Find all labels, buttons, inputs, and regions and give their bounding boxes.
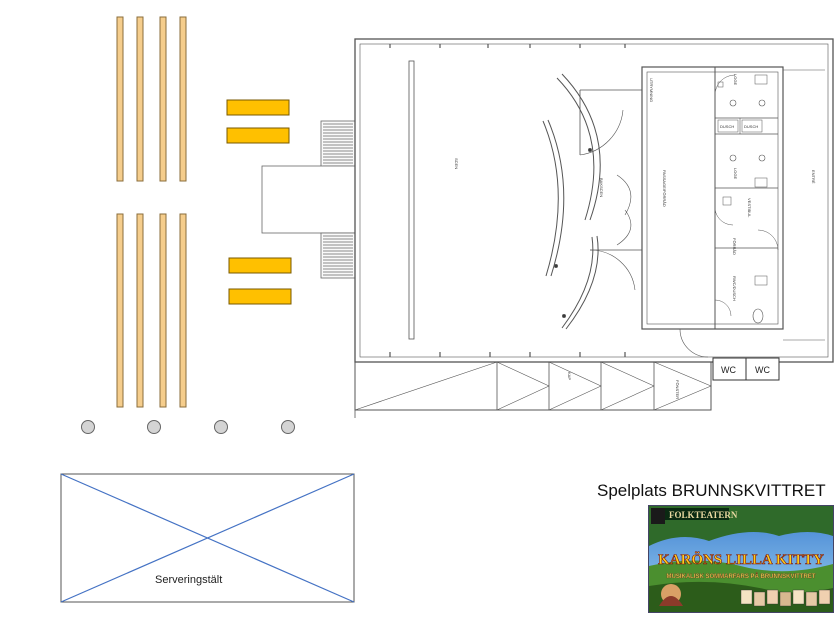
- poster-thumbnails: [740, 589, 831, 607]
- label-utrymning: UTRYMNING: [649, 78, 654, 102]
- label-passage: PASSAGE/FÖRRÅD: [662, 170, 667, 207]
- wc-label-2: WC: [755, 365, 770, 375]
- bench: [159, 213, 167, 408]
- bench: [159, 16, 167, 182]
- wc-units: WC WC: [712, 357, 780, 381]
- label-loge-2: LOGE: [733, 168, 738, 179]
- bench: [116, 16, 124, 182]
- yellow-block: [228, 257, 292, 274]
- post: [214, 420, 228, 434]
- wc-label-1: WC: [721, 365, 736, 375]
- label-vestibul: VESTIBUL: [747, 198, 752, 218]
- bench: [179, 16, 187, 182]
- label-rwc: RWC/DUSCH: [732, 276, 737, 301]
- lower-extension: [354, 361, 712, 418]
- bench: [179, 213, 187, 408]
- label-scen: SCEN: [454, 158, 459, 169]
- label-fonster: FÖNSTER: [675, 380, 680, 399]
- bench: [136, 213, 144, 408]
- poster-brand: FOLKTEATERN: [669, 510, 738, 520]
- audience-benches: [116, 16, 187, 408]
- yellow-blocks: [226, 99, 292, 305]
- label-dusch-1: DUSCH: [720, 124, 734, 129]
- event-poster: FOLKTEATERN KARÖNS LILLA KITTY MUSIKALIS…: [648, 505, 834, 613]
- yellow-block: [226, 127, 290, 144]
- poster-title: KARÖNS LILLA KITTY: [658, 551, 824, 568]
- bench: [136, 16, 144, 182]
- floorplan-labels: SCEN BAKSCEN PASSAGE/FÖRRÅD UTRYMNING LO…: [454, 74, 816, 301]
- label-dusch-2: DUSCH: [744, 124, 758, 129]
- post: [147, 420, 161, 434]
- label-entre: ENTRÉ: [811, 170, 816, 184]
- label-loge-1: LOGE: [733, 74, 738, 85]
- building: [354, 38, 834, 363]
- venue-title: Spelplats BRUNNSKVITTRET: [597, 481, 826, 500]
- poster-subtitle: MUSIKALISK SOMMARFARS PÅ BRUNNSKVITTRET: [666, 573, 815, 580]
- serving-tent: Serveringstält: [60, 473, 355, 603]
- post: [281, 420, 295, 434]
- posts: [81, 420, 295, 434]
- serving-tent-label: Serveringstält: [155, 574, 222, 586]
- label-forrad: FÖRRÅD: [732, 238, 737, 255]
- bench: [116, 213, 124, 408]
- post: [81, 420, 95, 434]
- label-backstage: BAKSCEN: [599, 178, 604, 197]
- label-kap: KAP: [567, 372, 572, 380]
- yellow-block: [228, 288, 292, 305]
- yellow-block: [226, 99, 290, 116]
- entrance-stairs: [261, 120, 356, 279]
